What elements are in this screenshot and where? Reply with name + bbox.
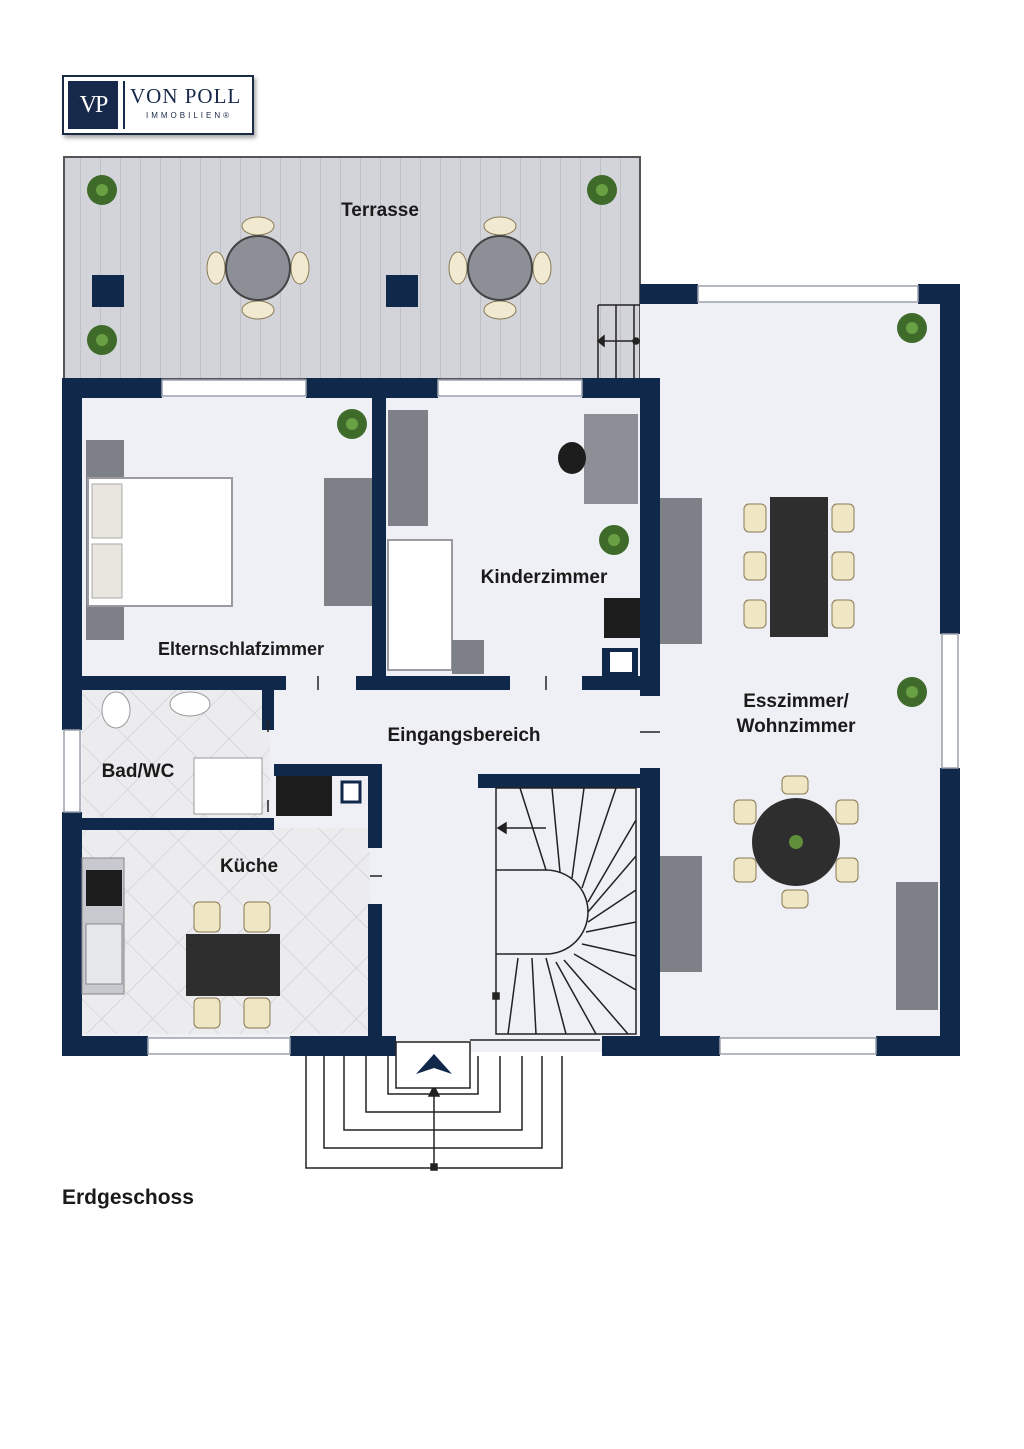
fireplace [276, 776, 332, 816]
desk [584, 414, 638, 504]
room-label-bathroom: Bad/WC [102, 761, 175, 782]
patio-table-set [206, 216, 310, 320]
plant-icon [87, 325, 117, 355]
floor-title: Erdgeschoss [62, 1186, 194, 1209]
sideboard [660, 856, 702, 972]
storage-box [610, 652, 632, 672]
office-chair [558, 442, 586, 474]
sofa [896, 882, 938, 1010]
windows [63, 285, 959, 1055]
entrance-steps [305, 1056, 563, 1171]
terrace [63, 156, 660, 380]
plant-icon [337, 409, 367, 439]
room-label-master-bedroom: Elternschlafzimmer [158, 639, 324, 659]
terrace-post [386, 275, 418, 307]
room-label-kids-room: Kinderzimmer [481, 567, 608, 588]
room-label-dining-line2: Wohnzimmer [737, 716, 857, 737]
dining-table [743, 497, 855, 637]
double-bed [86, 440, 233, 640]
plant-icon [897, 677, 927, 707]
room-label-kitchen: Küche [220, 856, 278, 877]
patio-table-set [448, 216, 552, 320]
brand-logo: VP VON POLL IMMOBILIEN® [62, 75, 254, 135]
wardrobe [324, 478, 372, 606]
terrace-post [92, 275, 124, 307]
armchair [604, 598, 640, 638]
single-bed [387, 539, 484, 674]
plant-icon [587, 175, 617, 205]
room-label-terrace: Terrasse [341, 200, 419, 221]
room-label-entrance: Eingangsbereich [387, 725, 540, 746]
staircase [492, 787, 637, 1035]
round-table [733, 775, 859, 909]
kitchen-tiles [82, 828, 370, 1034]
plant-icon [897, 313, 927, 343]
walls [62, 284, 960, 1056]
bathroom-fixtures [101, 691, 263, 815]
room-label-dining-line1: Esszimmer/ [743, 691, 849, 712]
kitchen-table [186, 901, 280, 1029]
logo-monogram: VP [68, 81, 118, 129]
logo-divider [123, 81, 125, 129]
entrance-arrow-icon [395, 1041, 471, 1089]
shelf [388, 410, 428, 526]
kitchen-counter [81, 857, 125, 995]
plant-icon [87, 175, 117, 205]
chimney [340, 780, 362, 804]
logo-brand-name: VON POLL [130, 84, 242, 108]
plant-icon [599, 525, 629, 555]
door-marks [267, 676, 660, 1041]
logo-brand-subline: IMMOBILIEN® [146, 111, 233, 120]
sideboard [660, 498, 702, 644]
